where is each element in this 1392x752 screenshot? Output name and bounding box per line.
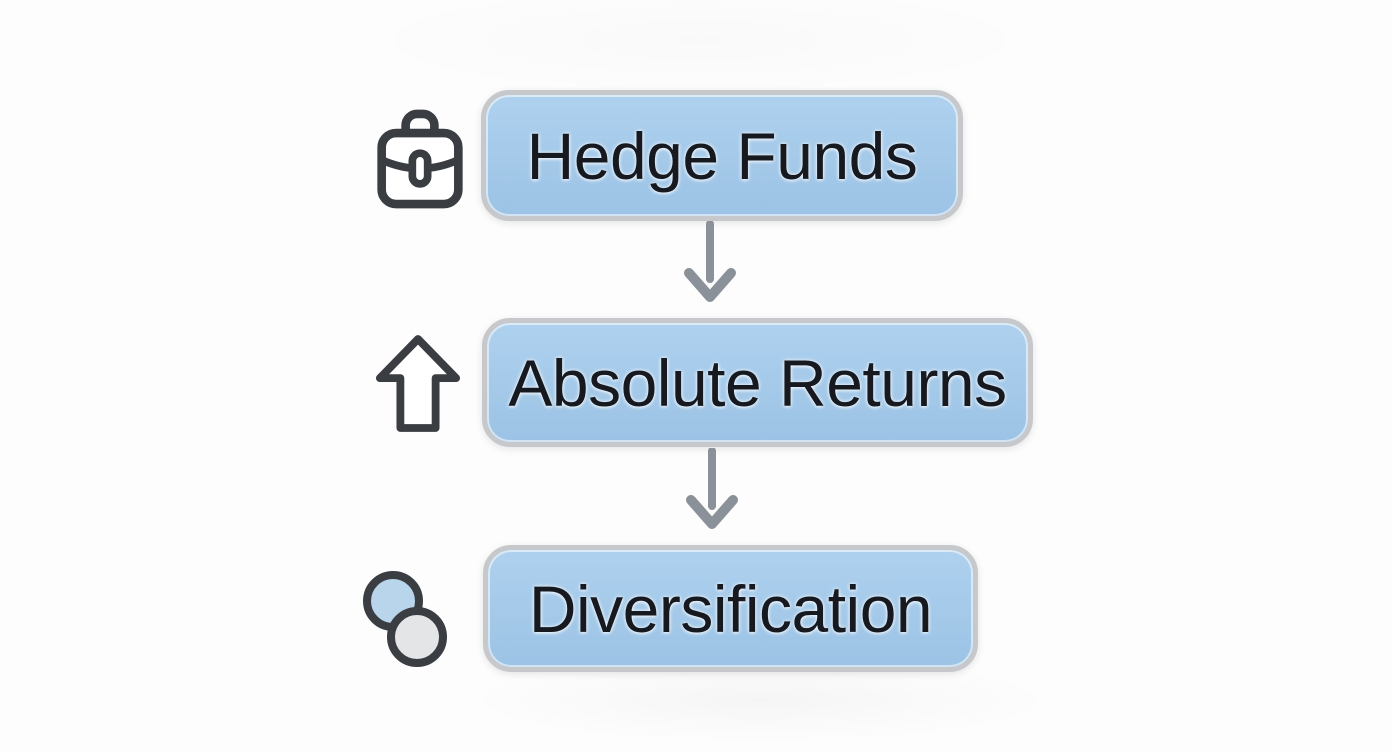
node-absolute-returns-label: Absolute Returns — [508, 345, 1007, 420]
node-absolute-returns: Absolute Returns — [482, 318, 1033, 447]
node-diversification-label: Diversification — [528, 571, 933, 646]
arrow-up-icon — [373, 333, 463, 435]
briefcase-icon — [374, 104, 466, 212]
node-hedge-funds-label: Hedge Funds — [526, 118, 918, 193]
down-arrow-connector-2 — [686, 448, 738, 529]
node-hedge-funds: Hedge Funds — [481, 90, 963, 221]
node-diversification: Diversification — [483, 545, 978, 672]
down-arrow-connector-1 — [684, 221, 736, 302]
overlapping-circles-icon — [363, 568, 447, 672]
